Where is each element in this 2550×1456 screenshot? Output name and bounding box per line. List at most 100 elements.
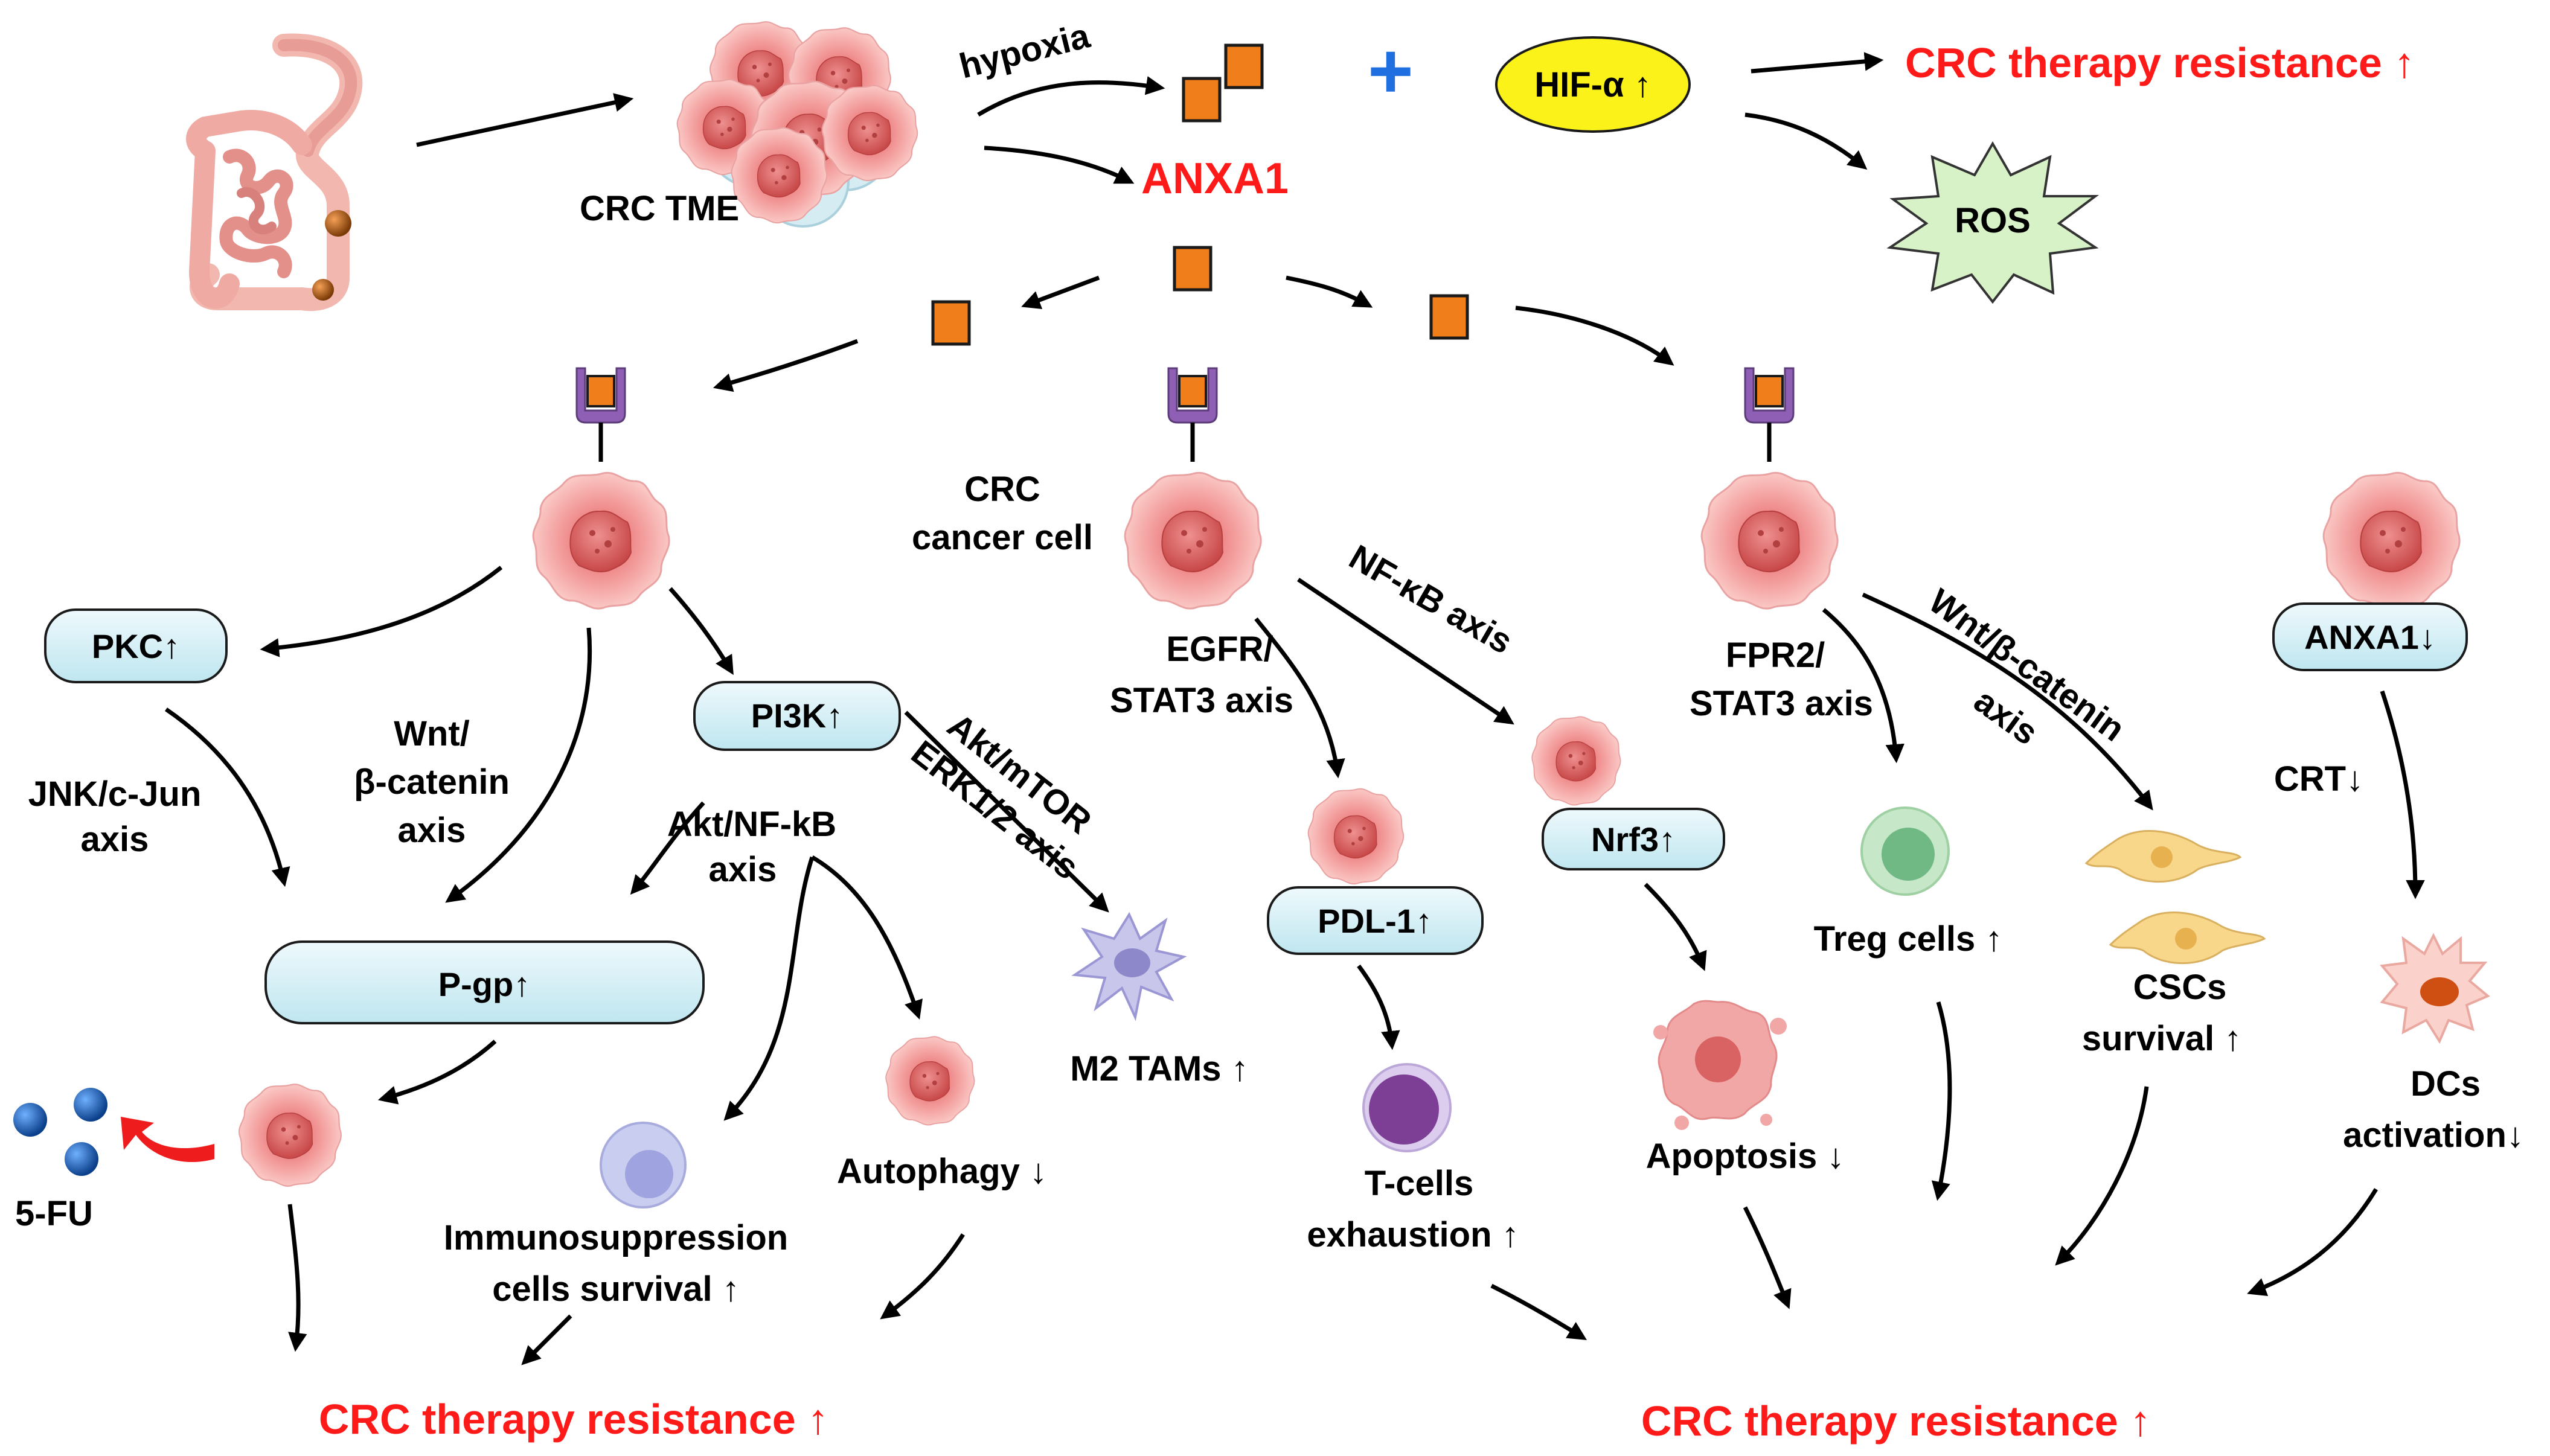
arrow-hif-ros [1744, 112, 1868, 170]
m2-label: M2 TAMs ↑ [1070, 1049, 1248, 1088]
immunosuppression-cell [600, 1122, 687, 1209]
anxa1-receptor [1745, 368, 1793, 462]
hif-ellipse [1495, 36, 1691, 133]
exhausted-tcell [1362, 1063, 1452, 1152]
arrow-pi3k-m2 [904, 710, 1109, 913]
cell-label-1: CRC [964, 470, 1040, 509]
hypoxia-label: hypoxia [955, 16, 1094, 86]
resistance-right: CRC therapy resistance ↑ [1641, 1397, 2151, 1445]
arrow-cell-resistance [287, 1204, 307, 1352]
cscs-label-2: survival ↑ [2082, 1019, 2241, 1058]
akt-nfkb-label-1: Akt/NF-kB [667, 805, 836, 844]
dendritic-cell [2380, 933, 2490, 1044]
treg-label: Treg cells ↑ [1814, 919, 2003, 959]
arrow-intestine-to-tme [416, 93, 634, 147]
immuno-label-2: cells survival ↑ [492, 1269, 739, 1309]
arrow-cell-treg [1822, 608, 1904, 764]
crt-label: CRT↓ [2274, 759, 2363, 799]
intestine-illustration [186, 33, 363, 311]
egfr-label-2: STAT3 axis [1110, 681, 1293, 720]
anxa1-label: ANXA1 [1141, 155, 1289, 203]
drug-molecule [74, 1088, 107, 1122]
akt-nfkb-label-2: axis [709, 850, 777, 889]
cscs-cells [2084, 830, 2266, 965]
nfkb-label: NF-κB axis [1343, 537, 1519, 662]
crc-cell-left [532, 471, 670, 610]
resistance-top: CRC therapy resistance ↑ [1905, 39, 2415, 86]
tcell-label-1: T-cells [1365, 1164, 1474, 1203]
tcell-label-2: exhaustion ↑ [1307, 1215, 1519, 1254]
arrow-square-left [1021, 275, 1100, 310]
arrow-cell-pdl1 [1254, 617, 1345, 779]
apoptosis-label: Apoptosis ↓ [1646, 1137, 1845, 1176]
arrow-cell-cscs [1862, 592, 2153, 811]
efflux-arrow [121, 1117, 214, 1163]
arrow-cell-nrf3 [1297, 578, 1514, 725]
arrow-pdl1-tcell [1357, 964, 1400, 1050]
arrow-pi3k-autophagy [811, 855, 923, 1020]
arrow-hypoxia [977, 76, 1165, 117]
wnt-label-2: β-catenin [354, 762, 510, 802]
arrow-tcell-resistance [1490, 1283, 1587, 1341]
apoptotic-cell [1653, 1000, 1787, 1130]
arrow-pgp-cell [377, 1039, 497, 1105]
crc-cell-middle [1124, 471, 1262, 610]
plus-sign: + [1368, 27, 1414, 115]
arrow-pkc-pgp [165, 707, 290, 887]
jnk-label-1: JNK/c-Jun [28, 774, 202, 814]
pgp-label: P-gp↑ [438, 965, 530, 1003]
cell-label-2: cancer cell [912, 518, 1093, 557]
tme-label: CRC TME [580, 189, 739, 228]
pkc-label: PKC↑ [92, 627, 180, 665]
anxa1-down-label: ANXA1↓ [2304, 618, 2436, 656]
arrow-apoptosis-resistance [1743, 1206, 1792, 1309]
arrow-cell-pi3k [668, 587, 734, 675]
nrf3-label: Nrf3↑ [1591, 820, 1676, 858]
dcs-label-2: activation↓ [2343, 1116, 2524, 1155]
anxa1-receptor [577, 368, 625, 462]
resistance-left: CRC therapy resistance ↑ [319, 1396, 828, 1443]
anxa1-square [1431, 296, 1467, 338]
arrow-square-right [1286, 275, 1373, 308]
nrf3-pill [1542, 808, 1725, 870]
ros-label: ROS [1955, 201, 2031, 240]
arrow-pi3k-immuno [723, 856, 815, 1121]
arrow-treg-resistance [1931, 1001, 1952, 1201]
pi3k-pill [693, 681, 901, 751]
arrow-anxa1-dcs [2380, 690, 2425, 899]
arrow-pi3k-pgp [630, 801, 705, 895]
pgp-pill [264, 940, 705, 1024]
arrow-cell-pgp [445, 627, 592, 903]
arrow-to-left-cell [713, 339, 859, 392]
wnt-label-3: axis [398, 811, 466, 850]
fpr2-label-1: FPR2/ [1726, 636, 1825, 675]
hif-label: HIF-α ↑ [1534, 65, 1651, 104]
crc-cell-far-right [2322, 471, 2461, 610]
drug-molecule [13, 1103, 47, 1137]
autophagy-cell [885, 1036, 975, 1126]
crc-tme-cluster [676, 21, 918, 228]
anxa1-receptor [1168, 368, 1217, 462]
pkc-pill [44, 608, 228, 683]
fu-label: 5-FU [15, 1194, 93, 1233]
anxa1-down-pill [2272, 602, 2468, 671]
wnt-label-1: Wnt/ [394, 714, 470, 753]
arrow-tme-anxa1 [984, 145, 1135, 184]
crc-cell-efflux [238, 1084, 342, 1187]
autophagy-label: Autophagy ↓ [837, 1152, 1047, 1191]
arrow-dcs-resistance [2247, 1188, 2378, 1296]
arrow-autophagy-resistance [880, 1233, 965, 1320]
arrow-to-right-cell [1515, 305, 1674, 366]
arrow-hif-resistance [1751, 52, 1884, 74]
arrow-immuno-resistance [521, 1314, 572, 1365]
immuno-label-1: Immunosuppression [444, 1218, 788, 1257]
arrow-nrf3-apoptosis [1644, 883, 1707, 971]
m2-tam-cell [1071, 912, 1187, 1021]
ros-burst [1886, 141, 2099, 304]
pdl1-label: PDL-1↑ [1318, 902, 1432, 940]
cscs-label-1: CSCs [2133, 968, 2227, 1007]
anxa1-square [1184, 78, 1220, 121]
fpr2-label-2: STAT3 axis [1690, 684, 1873, 723]
nrf3-cell [1531, 716, 1621, 806]
